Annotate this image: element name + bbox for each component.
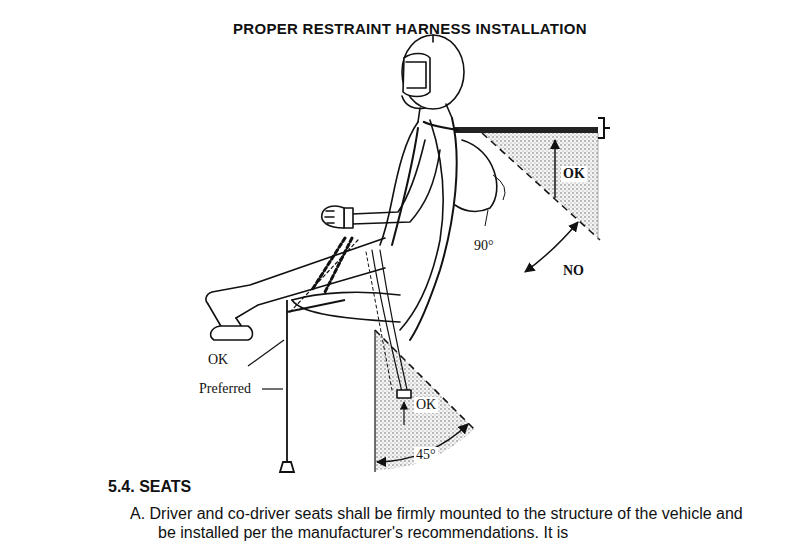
no-label: NO xyxy=(561,263,586,279)
preferred-label: Preferred xyxy=(197,381,253,397)
ok-label: OK xyxy=(414,397,438,413)
section-heading: 5.4. SEATS xyxy=(108,478,191,496)
crotch-zone xyxy=(375,330,476,472)
angle-label: 45° xyxy=(414,447,438,463)
ok-label: OK xyxy=(561,166,587,182)
page-title: PROPER RESTRAINT HARNESS INSTALLATION xyxy=(233,20,587,37)
ok-label: OK xyxy=(206,352,230,368)
shoulder-zone xyxy=(455,118,610,272)
anchor-post xyxy=(248,300,345,472)
body-paragraph: A. Driver and co-driver seats shall be f… xyxy=(130,504,758,542)
angle-label: 90° xyxy=(472,238,496,254)
driver-figure xyxy=(206,35,497,398)
